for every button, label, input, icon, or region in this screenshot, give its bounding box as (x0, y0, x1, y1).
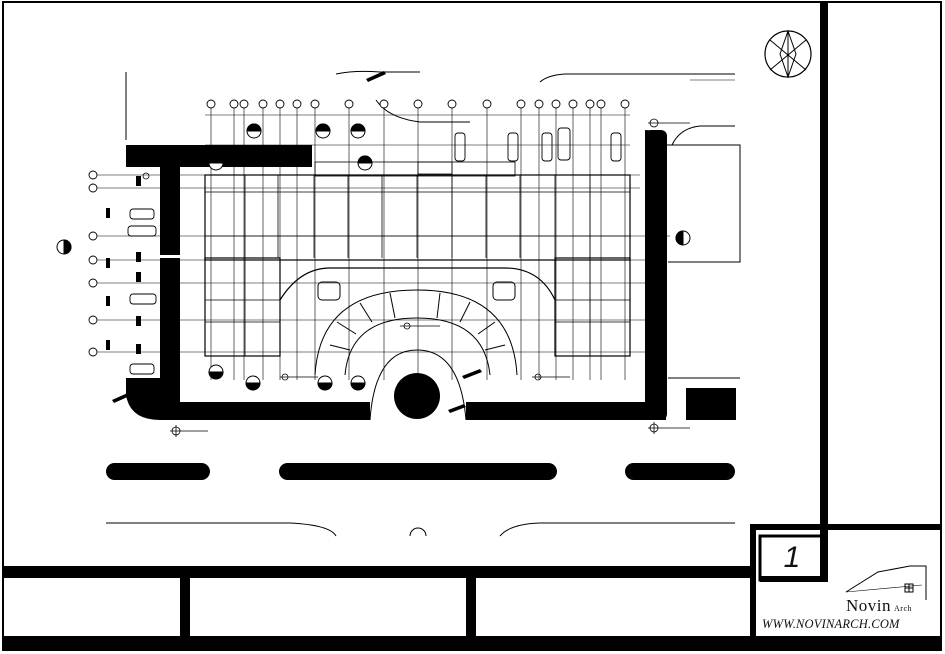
dimension-line-top (205, 114, 630, 146)
parking-left (106, 176, 141, 354)
bottom-strip-divider-2 (466, 578, 476, 638)
title-column-divider (820, 2, 828, 582)
room-partitions (205, 175, 630, 356)
brand-suffix: Arch (894, 604, 912, 613)
entrance-canopy (314, 281, 518, 376)
house-logo-icon (845, 565, 927, 600)
bottom-road (106, 463, 735, 537)
level-marker-icon (142, 118, 690, 437)
bottom-strip-top (3, 566, 755, 578)
sheet-number-underline (760, 576, 822, 582)
north-arrow-icon (764, 29, 812, 79)
section-marker-icon (56, 123, 691, 391)
top-road (125, 70, 741, 379)
slope-arrows (112, 71, 482, 413)
brand-name-text: Novin (846, 596, 891, 615)
website-link[interactable]: WWW.NOVINARCH.COM (762, 617, 900, 631)
axis-grid-horizontal (96, 174, 670, 353)
entrance-arc (369, 349, 467, 421)
bottom-strip-divider-1 (180, 578, 190, 638)
sheet-number: 1 (783, 541, 801, 574)
site-perimeter-wall (126, 130, 736, 420)
axis-grid-vertical (210, 104, 626, 380)
bottom-strip-base (3, 636, 941, 650)
building-outline (204, 161, 631, 357)
title-block-left (750, 524, 756, 650)
grid-bubble-icon (88, 99, 630, 357)
title-block-top (752, 524, 942, 530)
